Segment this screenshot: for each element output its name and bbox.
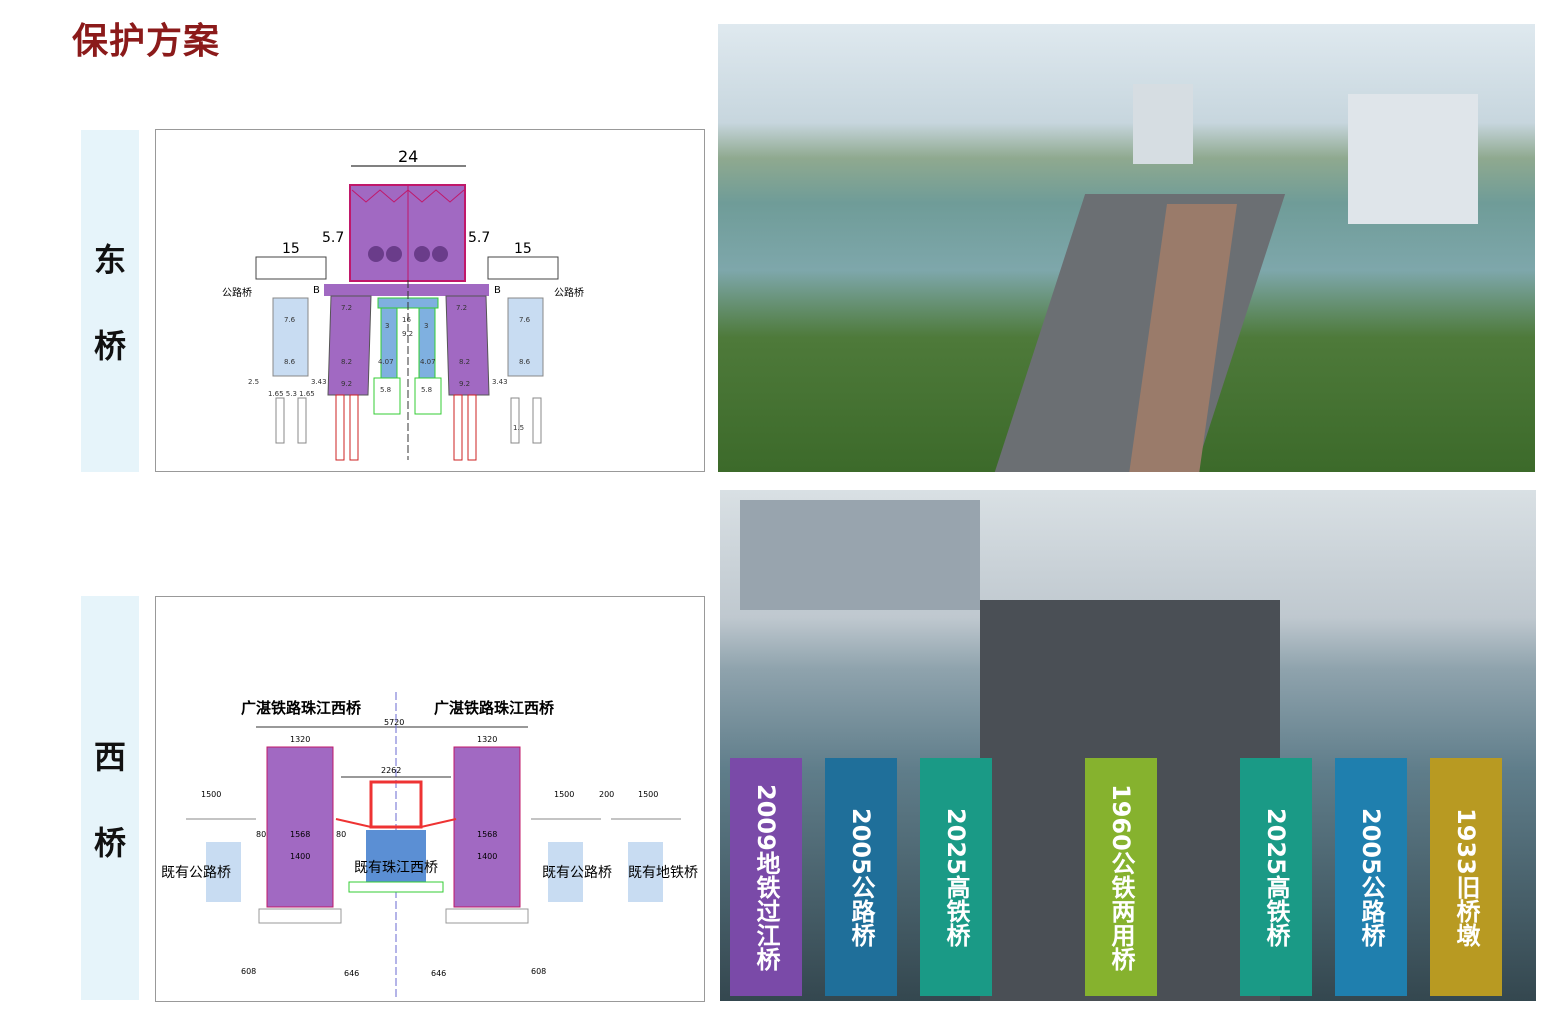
existing-road-bridge-label: 既有公路桥	[161, 865, 231, 881]
band-label: 2025高铁桥	[942, 807, 970, 947]
dim: 7.6	[284, 316, 296, 324]
existing-metro-bridge-label: 既有地铁桥	[628, 865, 698, 881]
dim: 16	[402, 316, 411, 324]
east-bridge-rendering	[718, 24, 1535, 472]
dim: 7.6	[519, 316, 531, 324]
east-bridge-label: 东 桥	[81, 130, 139, 472]
render-band: 2005公路桥	[825, 758, 897, 996]
dim: 200	[599, 790, 614, 799]
dim: 608	[241, 967, 256, 976]
dim: 1568	[477, 830, 497, 839]
dim: 1500	[201, 790, 221, 799]
label-char: 桥	[93, 327, 126, 365]
existing-road-bridge-label: 既有公路桥	[542, 865, 612, 881]
label-char: 西	[93, 738, 126, 776]
rail-bridge-label: 广湛铁路珠江西桥	[241, 699, 362, 717]
dim: 1320	[290, 735, 310, 744]
dim: 5.8	[380, 386, 391, 394]
dim-left-deck: 15	[282, 241, 300, 257]
dim: 80	[256, 830, 266, 839]
band-label: 2009地铁过江桥	[752, 783, 780, 971]
west-bridge-label: 西 桥	[81, 596, 139, 1000]
dim: 1.5	[513, 424, 524, 432]
dim-right-deck: 15	[514, 241, 532, 257]
dim: 646	[344, 969, 359, 978]
band-label: 1933旧桥墩	[1452, 807, 1480, 947]
west-bridge-rendering: 2009地铁过江桥 2005公路桥 2025高铁桥 1960公铁两用桥 2025…	[720, 490, 1536, 1001]
dim: 8.2	[341, 358, 352, 366]
render-band: 1933旧桥墩	[1430, 758, 1502, 996]
dim: 9.2	[459, 380, 470, 388]
dim: 1.65 5.3 1.65	[268, 390, 315, 398]
dim: 80	[336, 830, 346, 839]
dim: 1500	[638, 790, 658, 799]
dim-left-offset: 5.7	[322, 230, 344, 246]
dim-right-offset: 5.7	[468, 230, 490, 246]
render-band: 2025高铁桥	[920, 758, 992, 996]
dim: 2262	[381, 766, 401, 775]
existing-pearl-bridge-label: 既有珠江西桥	[354, 860, 438, 876]
road-bridge-label: 公路桥	[554, 286, 584, 299]
dim: 1568	[290, 830, 310, 839]
dim: 1400	[477, 852, 497, 861]
west-bridge-diagram: 广湛铁路珠江西桥 广湛铁路珠江西桥 5720 1320 1320 1568 15…	[155, 596, 705, 1002]
dim: 9.2	[402, 330, 413, 338]
band-label: 2005公路桥	[847, 807, 875, 947]
dim: 608	[531, 967, 546, 976]
dim: 8.6	[519, 358, 531, 366]
dim: 1500	[554, 790, 574, 799]
dim: 3	[424, 322, 428, 330]
dim: 8.2	[459, 358, 470, 366]
dim: 4.07	[378, 358, 394, 366]
label-char: 桥	[93, 824, 126, 862]
point-b: B	[494, 285, 501, 296]
dim: 8.6	[284, 358, 296, 366]
dim: 646	[431, 969, 446, 978]
dim: 3.43	[311, 378, 327, 386]
dim: 2.5	[248, 378, 259, 386]
east-bridge-diagram: 24 15 15 5.7 5.7 公路桥 公路桥 B B 7.2 7.2 7.6…	[155, 129, 705, 472]
rail-bridge-label: 广湛铁路珠江西桥	[434, 699, 555, 717]
page-title: 保护方案	[72, 21, 221, 62]
label-char: 东	[93, 241, 126, 279]
dim: 3.43	[492, 378, 508, 386]
dim: 5.8	[421, 386, 432, 394]
dim: 5720	[384, 718, 404, 727]
dim: 1400	[290, 852, 310, 861]
render-band: 2009地铁过江桥	[730, 758, 802, 996]
render-band: 1960公铁两用桥	[1085, 758, 1157, 996]
dim: 9.2	[341, 380, 352, 388]
band-label: 2005公路桥	[1357, 807, 1385, 947]
band-label: 1960公铁两用桥	[1107, 783, 1135, 971]
render-band: 2025高铁桥	[1240, 758, 1312, 996]
dim: 4.07	[420, 358, 436, 366]
road-bridge-label: 公路桥	[222, 286, 252, 299]
dim: 7.2	[341, 304, 352, 312]
band-label: 2025高铁桥	[1262, 807, 1290, 947]
render-band: 2005公路桥	[1335, 758, 1407, 996]
dim: 3	[385, 322, 389, 330]
point-b: B	[313, 285, 320, 296]
dim: 7.2	[456, 304, 467, 312]
dim: 1320	[477, 735, 497, 744]
dim-top-width: 24	[398, 147, 418, 166]
